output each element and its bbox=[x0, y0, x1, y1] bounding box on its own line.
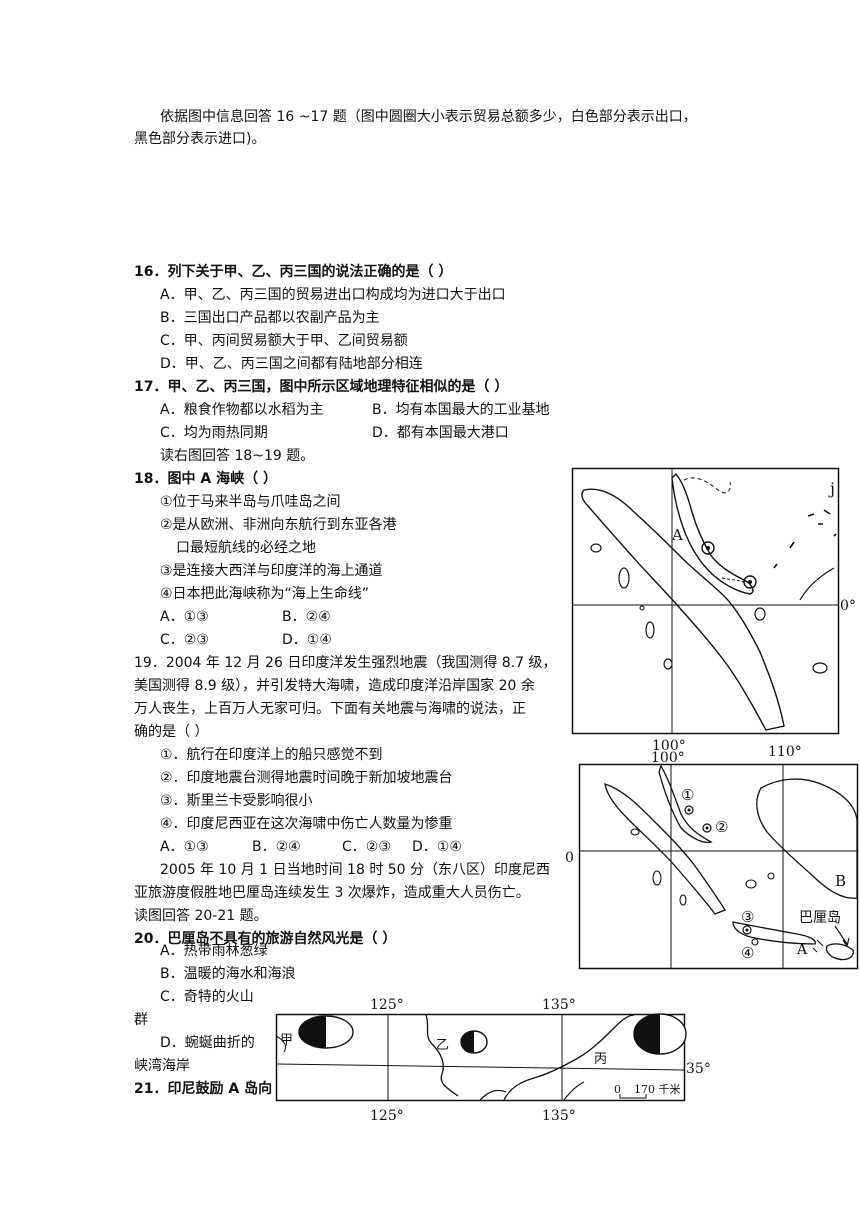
map2-lon-label: 100° bbox=[651, 750, 685, 766]
q18-stem: 18．图中 A 海峡（ ） bbox=[134, 471, 277, 487]
q18-option-a: A．①③ bbox=[160, 609, 209, 625]
q20-option-b: B．温暖的海水和海浪 bbox=[160, 966, 296, 982]
q20-21-note-1: 2005 年 10 月 1 日当地时间 18 时 50 分（东八区）印度尼西 bbox=[160, 862, 551, 878]
intro-line-2: 黑色部分表示进口)。 bbox=[134, 131, 266, 147]
q19-item-2: ②．印度地震台测得地震时间晚于新加坡地震台 bbox=[160, 770, 453, 786]
q20-option-c: C．奇特的火山 bbox=[160, 989, 254, 1005]
strait-label-a: A bbox=[671, 526, 683, 544]
map2-letter-b: B bbox=[835, 872, 846, 890]
q16-option-b: B．三国出口产品都以农副产品为主 bbox=[160, 310, 380, 326]
q18-option-c: C．②③ bbox=[160, 632, 209, 648]
map2-marker-3: ③ bbox=[741, 908, 754, 926]
q18-option-b: B．②④ bbox=[282, 609, 331, 625]
q19-stem-3: 万人丧生，上百万人无家可归。下面有关地震与海啸的说法，正 bbox=[134, 701, 526, 717]
trade-map: 125° 135° 甲 乙 丙 35° 0 170 千米 125° 135° bbox=[274, 996, 711, 1124]
map2-marker-2: ② bbox=[715, 818, 728, 836]
strait-map: A j 0° 100° 110° bbox=[571, 467, 860, 760]
q20-option-c-cont: 群 bbox=[134, 1012, 148, 1028]
q21-stem: 21．印尼鼓励 A 岛向 bbox=[134, 1081, 273, 1097]
q19-option-b: B．②④ bbox=[252, 839, 301, 855]
q20-21-note-2: 亚旅游度假胜地巴厘岛连续发生 3 次爆炸，造成重大人员伤亡。 bbox=[134, 885, 530, 901]
q20-option-a: A．热带雨林葱绿 bbox=[160, 943, 268, 959]
q19-option-d: D．①④ bbox=[412, 839, 462, 855]
map3-lon-135-top: 135° bbox=[542, 997, 576, 1013]
map3-lat-label: 35° bbox=[686, 1061, 711, 1077]
q18-item-2: ②是从欧洲、非洲向东航行到东亚各港 bbox=[160, 517, 397, 533]
q17-option-c: C．均为雨热同期 bbox=[160, 425, 268, 441]
q16-option-a: A．甲、乙、丙三国的贸易进出口构成均为进口大于出口 bbox=[160, 287, 506, 303]
scale-zero: 0 bbox=[614, 1083, 621, 1096]
q18-19-note: 读右图回答 18~19 题。 bbox=[160, 448, 315, 464]
country-bing: 丙 bbox=[594, 1052, 607, 1067]
q19-stem-2: 美国测得 8.9 级），并引发特大海啸，造成印度洋沿岸国家 20 余 bbox=[134, 678, 535, 694]
q16-option-d: D．甲、乙、丙三国之间都有陆地部分相连 bbox=[160, 356, 423, 372]
map2-island-label: 巴厘岛 bbox=[799, 910, 841, 926]
country-yi: 乙 bbox=[436, 1038, 449, 1053]
map1-lat-label: 0° bbox=[840, 598, 856, 614]
q18-option-d: D．①④ bbox=[282, 632, 332, 648]
map1-lon-100: 100° bbox=[652, 738, 686, 754]
map1-lon-110: 110° bbox=[768, 744, 802, 760]
map1-island-label: j bbox=[828, 479, 835, 498]
intro-line-1: 依据图中信息回答 16 ~17 题（图中圆圈大小表示贸易总额多少，白色部分表示出… bbox=[160, 109, 697, 125]
map2-marker-1: ① bbox=[681, 786, 694, 804]
q20-option-d-cont: 峡湾海岸 bbox=[134, 1058, 190, 1074]
map2-marker-4: ④ bbox=[741, 944, 754, 962]
q17-option-b: B．均有本国最大的工业基地 bbox=[372, 402, 550, 418]
q19-stem-1: 19．2004 年 12 月 26 日印度洋发生强烈地震（我国测得 8.7 级， bbox=[134, 655, 557, 671]
q18-item-1: ①位于马来半岛与爪哇岛之间 bbox=[160, 494, 341, 510]
q18-item-3: ③是连接大西洋与印度洋的海上通道 bbox=[160, 563, 383, 579]
map3-lon-135-bottom: 135° bbox=[542, 1108, 576, 1124]
q19-item-4: ④．印度尼西亚在这次海啸中伤亡人数量为惨重 bbox=[160, 816, 453, 832]
map3-lon-125-top: 125° bbox=[370, 997, 404, 1013]
scale-text: 170 千米 bbox=[634, 1083, 681, 1096]
q17-stem: 17．甲、乙、丙三国，图中所示区域地理特征相似的是（ ） bbox=[134, 379, 509, 395]
q16-option-c: C．甲、丙间贸易额大于甲、乙间贸易额 bbox=[160, 333, 408, 349]
q16-stem: 16．列下关于甲、乙、丙三国的说法正确的是（ ） bbox=[134, 264, 453, 280]
q19-item-3: ③．斯里兰卡受影响很小 bbox=[160, 793, 313, 809]
country-jia: 甲 bbox=[280, 1033, 293, 1048]
q20-stem: 20．巴厘岛不具有的旅游自然风光是（ ） bbox=[134, 931, 397, 947]
q17-option-d: D．都有本国最大港口 bbox=[372, 425, 509, 441]
q20-21-note-3: 读图回答 20-21 题。 bbox=[134, 908, 268, 924]
q20-option-d: D．蜿蜒曲折的 bbox=[160, 1035, 255, 1051]
q19-option-c: C．②③ bbox=[342, 839, 391, 855]
q19-option-a: A．①③ bbox=[160, 839, 209, 855]
map2-letter-a: A bbox=[796, 942, 808, 958]
q19-item-1: ①．航行在印度洋上的船只感觉不到 bbox=[160, 747, 383, 763]
q17-option-a: A．粮食作物都以水稻为主 bbox=[160, 402, 324, 418]
q19-stem-4: 确的是（ ） bbox=[134, 724, 209, 740]
map2-lat-label: 0 bbox=[565, 850, 574, 866]
indonesia-map: 100° ① ② ③ ④ 0 巴厘岛 A B bbox=[565, 750, 860, 972]
q18-item-2-cont: 口最短航线的必经之地 bbox=[176, 540, 316, 556]
map3-lon-125-bottom: 125° bbox=[370, 1108, 404, 1124]
q18-item-4: ④日本把此海峡称为“海上生命线” bbox=[160, 586, 370, 602]
